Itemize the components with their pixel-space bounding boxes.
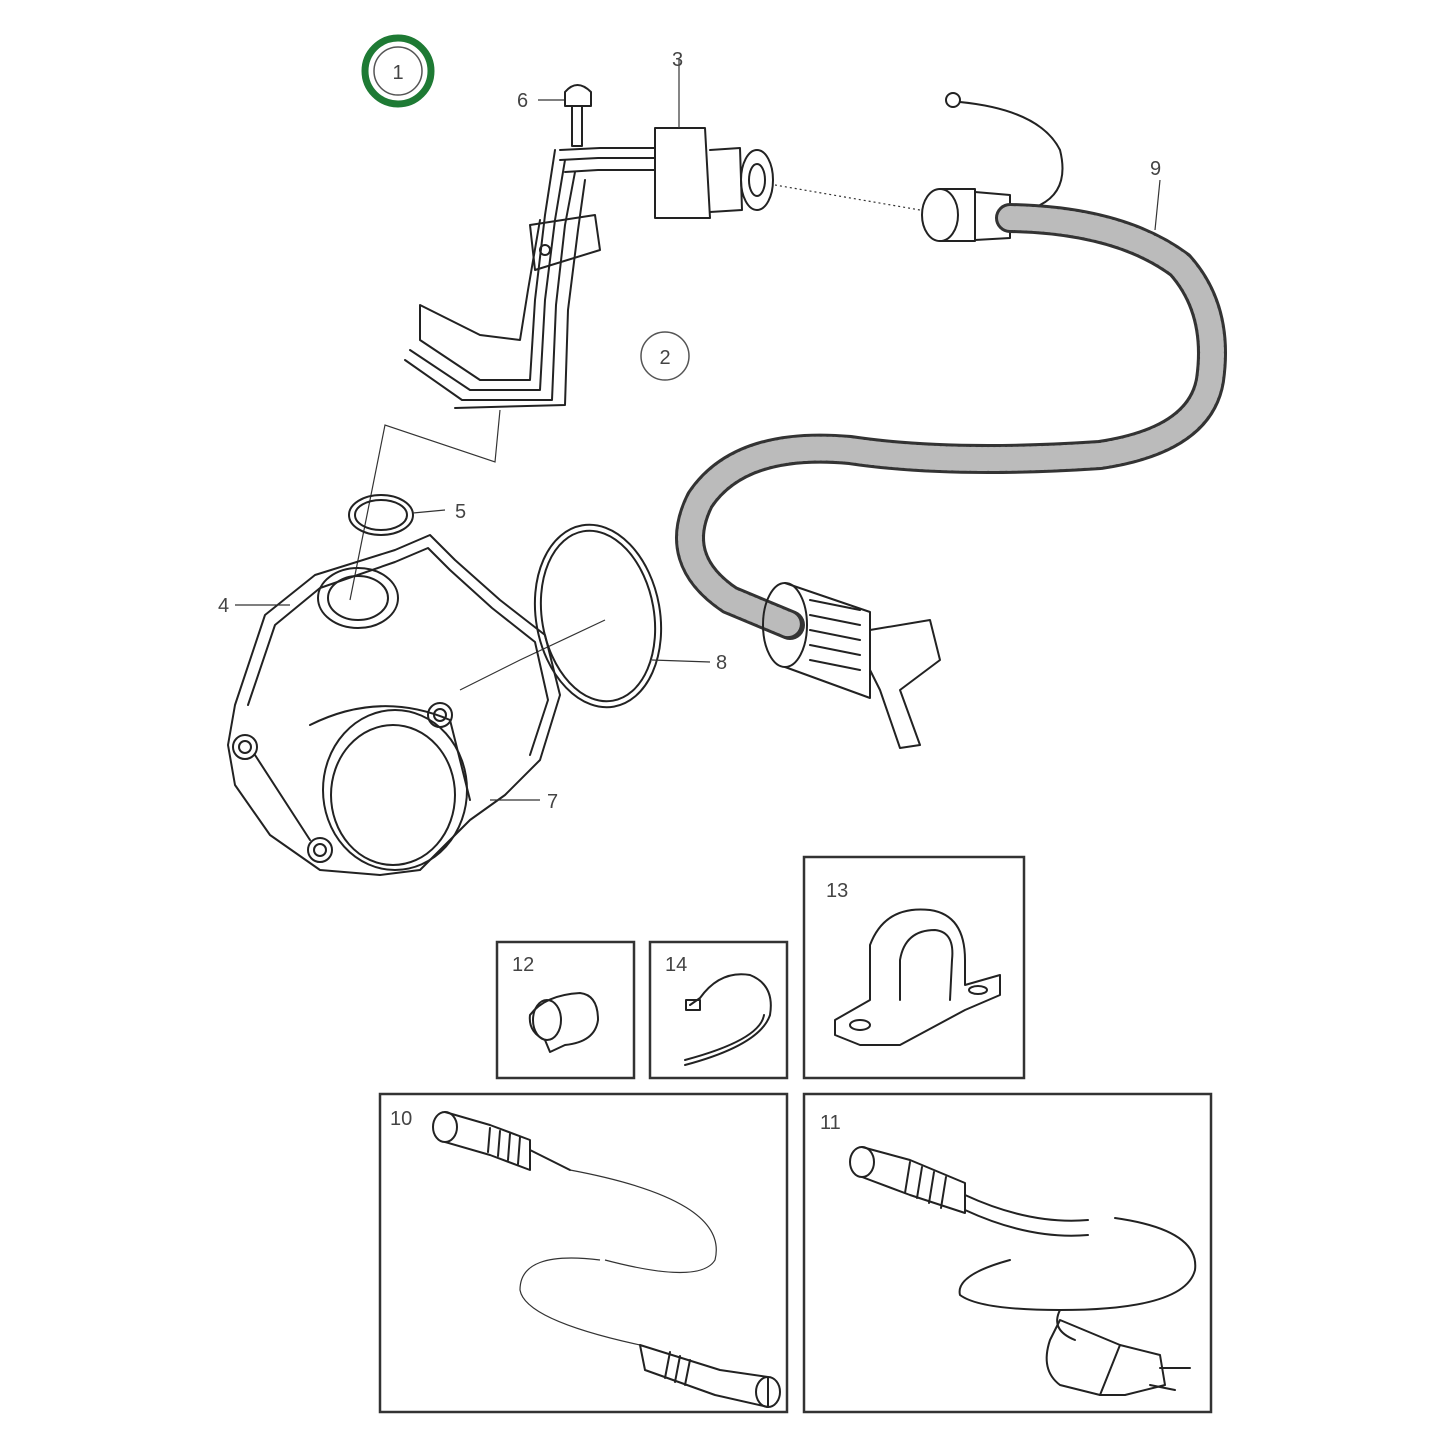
callout-7-label: 7: [547, 791, 558, 813]
callout-14-label: 14: [665, 954, 687, 976]
o-ring-5: 5: [348, 494, 466, 536]
part-box-11[interactable]: 11: [802, 1092, 1213, 1414]
callout-2-label: 2: [659, 347, 670, 369]
callout-9-label: 9: [1150, 158, 1161, 180]
callout-11-label: 11: [820, 1112, 841, 1134]
part-box-13[interactable]: 13: [802, 855, 1026, 1080]
callout-4-label: 4: [218, 595, 229, 617]
part-box-14[interactable]: 14: [648, 940, 789, 1080]
callout-5-label: 5: [455, 501, 466, 523]
callout-1-label: 1: [392, 62, 403, 84]
callout-3-label: 3: [672, 49, 683, 71]
callout-12-label: 12: [512, 954, 534, 976]
seal-ring-8: 8: [459, 523, 727, 709]
heater-housing: 4 7: [218, 534, 561, 876]
power-cable-hose: 9: [675, 92, 1227, 749]
heater-element-assembly: 6 3: [349, 49, 921, 601]
callout-1-highlighted[interactable]: 1: [361, 34, 435, 108]
callout-10-label: 10: [390, 1108, 412, 1130]
callout-8-label: 8: [716, 652, 727, 674]
callout-13-label: 13: [826, 880, 848, 902]
part-box-12[interactable]: 12: [495, 940, 636, 1080]
callout-2[interactable]: 2: [640, 331, 690, 381]
part-box-10[interactable]: 10: [378, 1092, 789, 1414]
callout-6-label: 6: [517, 90, 528, 112]
